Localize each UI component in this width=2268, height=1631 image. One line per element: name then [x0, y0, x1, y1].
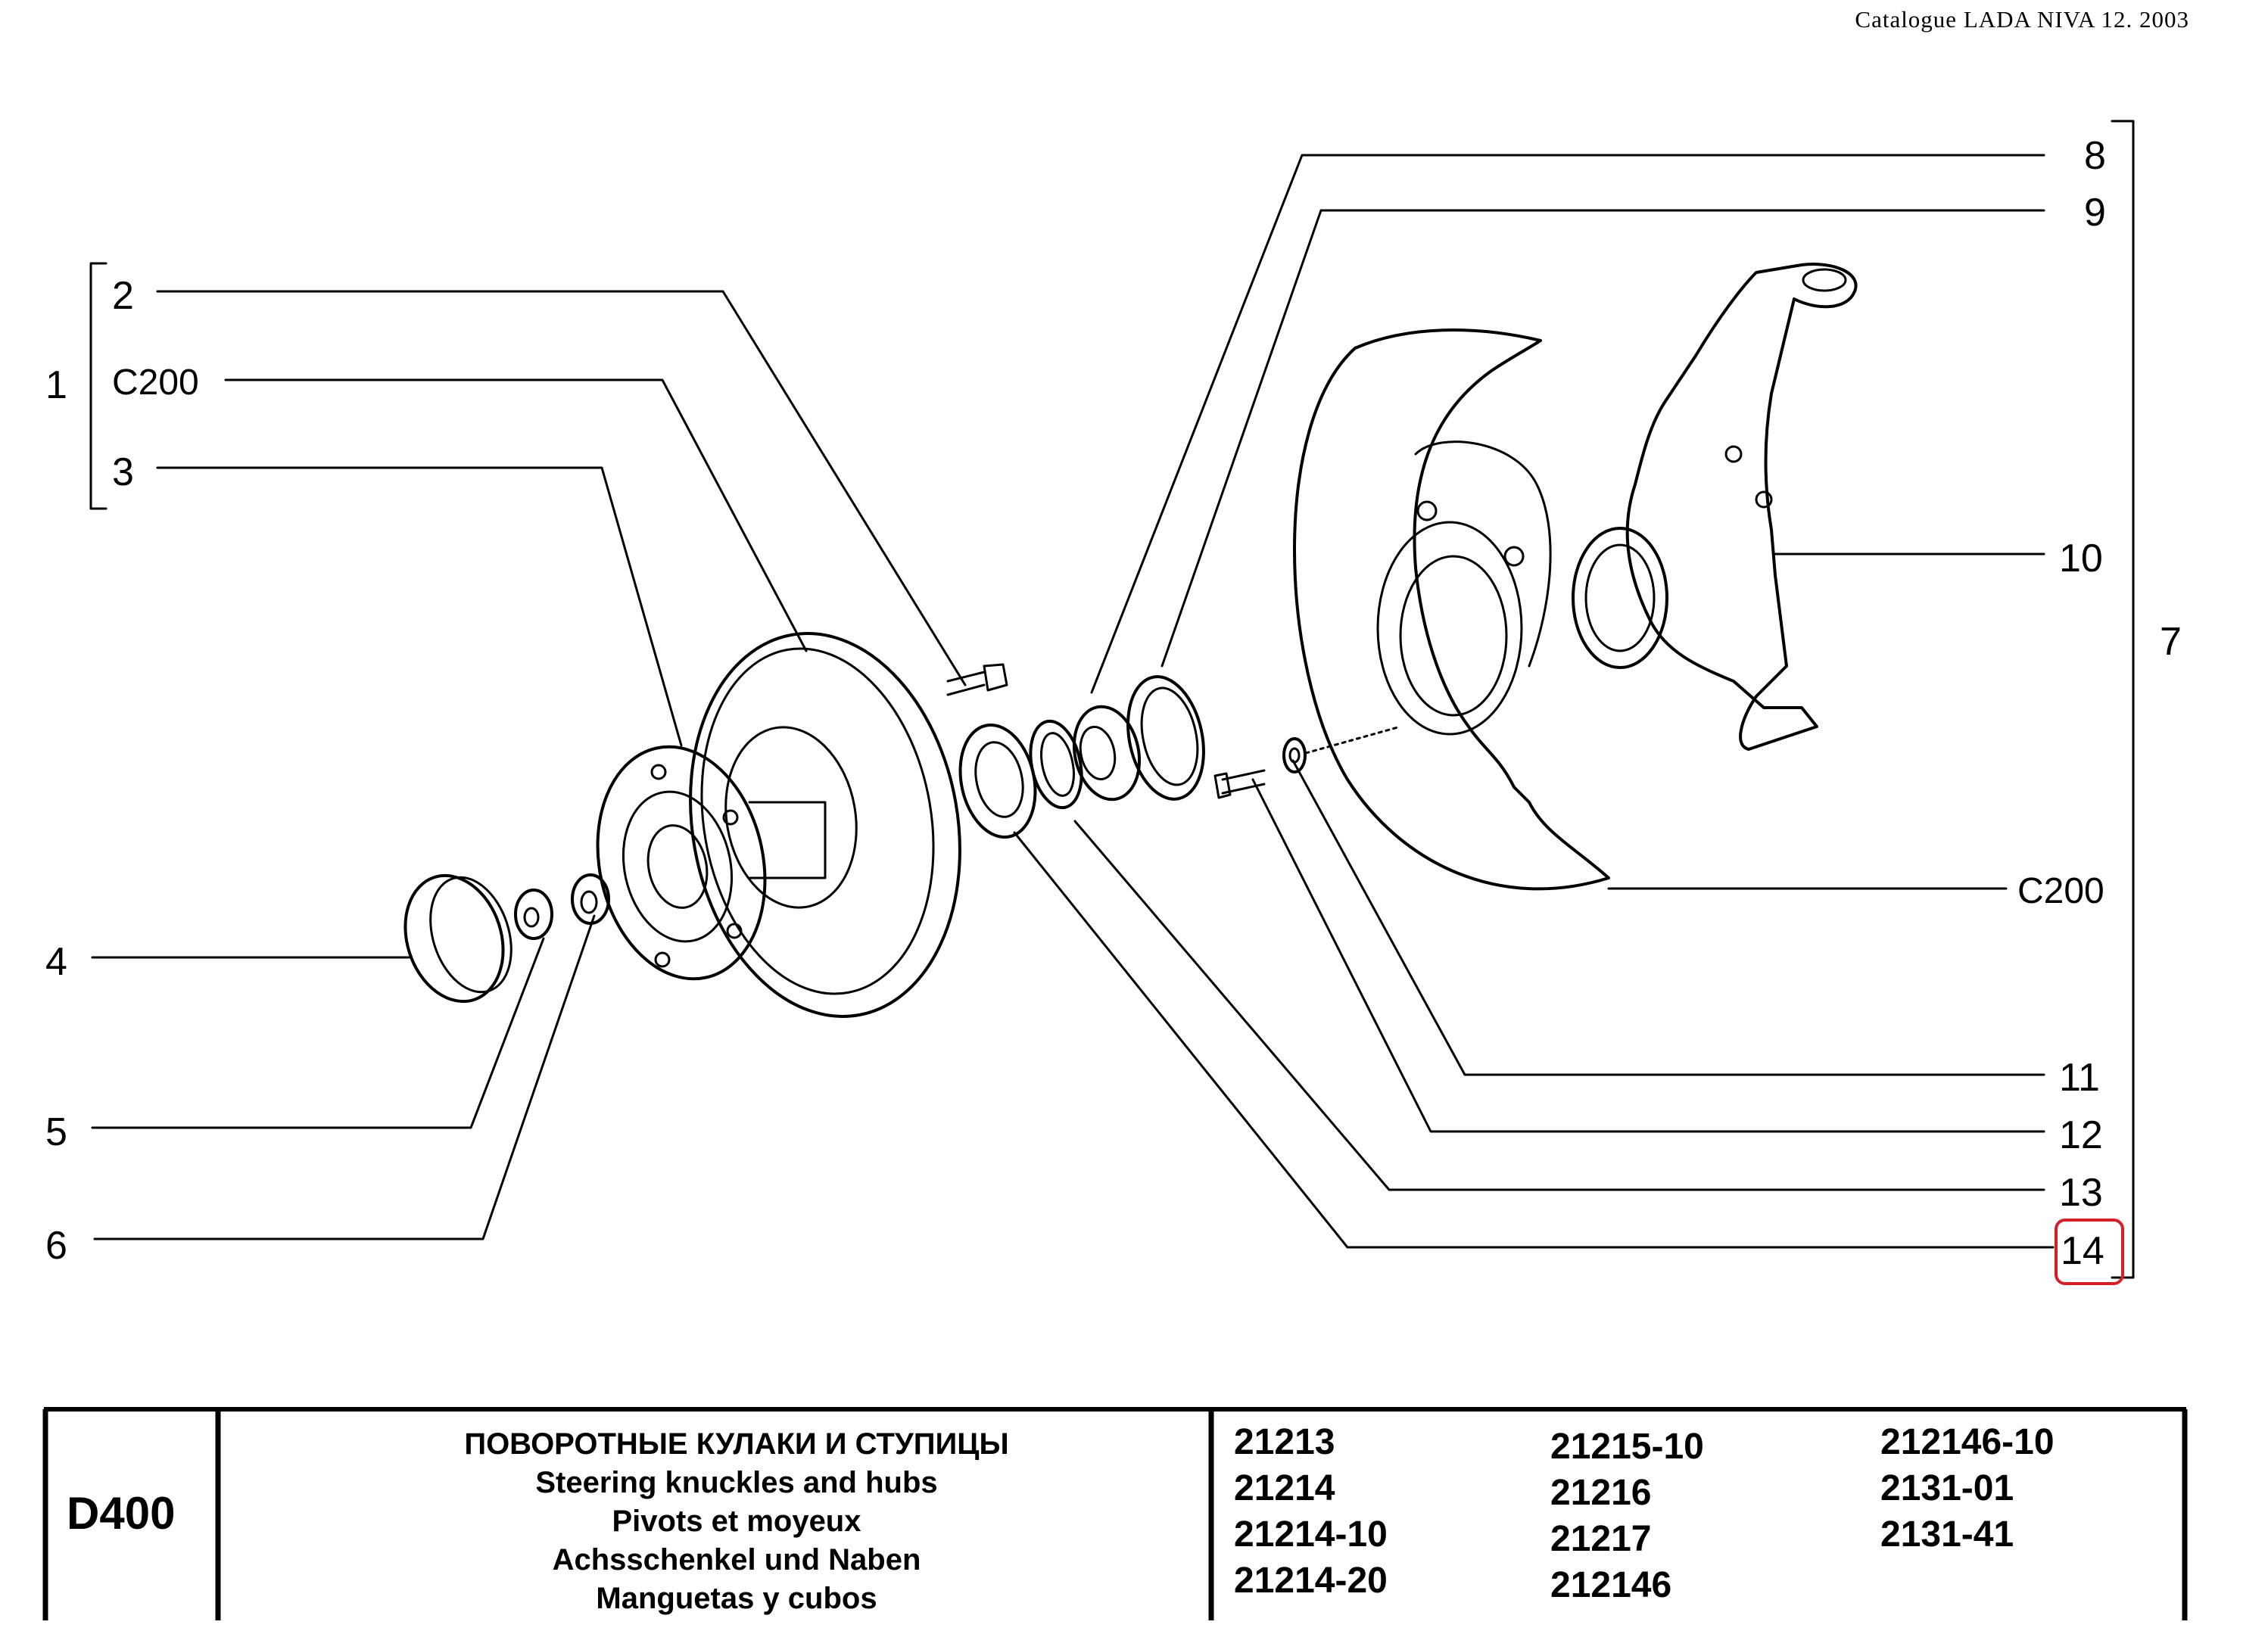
callout-14[interactable]: 14 — [2061, 1229, 2104, 1273]
callout-3: 3 — [112, 450, 134, 494]
title-ru: ПОВОРОТНЫЕ КУЛАКИ И СТУПИЦЫ — [464, 1427, 1009, 1461]
title-block: D400 ПОВОРОТНЫЕ КУЛАКИ И СТУПИЦЫ Steerin… — [44, 1404, 2186, 1631]
leader-2 — [156, 290, 967, 686]
seal-ring — [1029, 719, 1083, 810]
shield-bolt — [1213, 769, 1266, 799]
leader-3 — [156, 466, 683, 747]
group-1-bracket — [89, 262, 107, 510]
wheel-bearing — [1072, 705, 1142, 801]
steering-knuckle — [1625, 263, 1858, 751]
leader-c200-left — [224, 378, 808, 652]
leader-11 — [1291, 759, 2045, 1076]
callout-10: 10 — [2059, 537, 2103, 580]
title-en: Steering knuckles and hubs — [535, 1466, 938, 1499]
model: 2131-41 — [1880, 1514, 2014, 1555]
model: 21215-10 — [1550, 1427, 1704, 1467]
title-fr: Pivots et moyeux — [612, 1505, 861, 1538]
section-titles: ПОВОРОТНЫЕ КУЛАКИ И СТУПИЦЫ Steering knu… — [226, 1425, 1248, 1618]
callout-group-7: 7 — [2160, 620, 2182, 664]
callout-5: 5 — [45, 1110, 67, 1154]
leader-8 — [1090, 154, 2045, 694]
callout-c200-right: C200 — [2017, 871, 2104, 911]
models-column-2: 21215-10 21216 21217 212146 — [1550, 1424, 1704, 1608]
hub-washer — [571, 873, 610, 925]
leader-13 — [1073, 820, 2045, 1191]
model: 21214-20 — [1234, 1561, 1388, 1601]
leader-9 — [1160, 209, 2045, 668]
callout-4: 4 — [45, 940, 67, 984]
brake-disc — [689, 632, 961, 1018]
callout-group-1: 1 — [45, 363, 67, 407]
model: 21214 — [1234, 1468, 1335, 1508]
callout-8: 8 — [2084, 134, 2106, 178]
dust-cap — [403, 873, 505, 1004]
leader-12 — [1251, 778, 2045, 1133]
callout-2: 2 — [112, 274, 134, 318]
model: 21213 — [1234, 1422, 1335, 1462]
catalogue-header: Catalogue LADA NIVA 12. 2003 — [1855, 6, 2189, 33]
title-de: Achsschenkel und Naben — [552, 1543, 921, 1577]
leader-6 — [93, 914, 596, 1240]
model: 212146-10 — [1880, 1422, 2055, 1462]
splash-shield — [1293, 328, 1610, 891]
models-column-3: 212146-10 2131-01 2131-41 — [1880, 1419, 2055, 1558]
models-column-1: 21213 21214 21214-10 21214-20 — [1234, 1419, 1388, 1604]
model: 21216 — [1550, 1473, 1652, 1513]
section-code: D400 — [67, 1488, 176, 1539]
callout-12: 12 — [2059, 1113, 2103, 1157]
model: 21217 — [1550, 1519, 1652, 1559]
title-es: Manguetas y cubos — [596, 1582, 877, 1615]
model: 212146 — [1550, 1565, 1672, 1605]
leader-5 — [91, 937, 545, 1129]
callout-13: 13 — [2059, 1171, 2103, 1215]
spring-washer — [1282, 737, 1307, 773]
leader-14 — [1013, 831, 2055, 1249]
model: 2131-01 — [1880, 1468, 2014, 1508]
callout-c200-left: C200 — [112, 363, 199, 403]
model: 21214-10 — [1234, 1514, 1388, 1555]
callout-11: 11 — [2059, 1056, 2100, 1100]
oil-seal — [1126, 675, 1205, 801]
callout-6: 6 — [45, 1224, 67, 1268]
wheel-stud — [946, 663, 1008, 696]
callout-14-highlight — [2055, 1219, 2124, 1285]
hub-nut — [514, 889, 553, 940]
callout-9: 9 — [2084, 191, 2106, 235]
hub-flange — [596, 745, 767, 981]
